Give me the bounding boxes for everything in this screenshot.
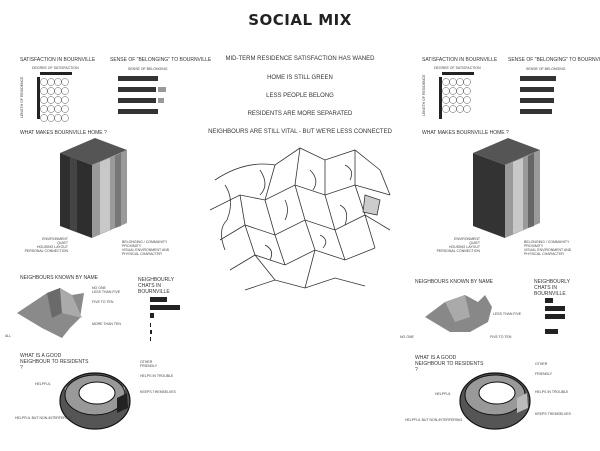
good-label-keeps: KEEPS THEMSELVES — [140, 390, 176, 394]
home-label-personal-right: PERSONAL CONNECTION — [436, 249, 480, 253]
belonging-heading: SENSE OF "BELONGING" TO BOURNVILLE — [110, 57, 212, 63]
satisfaction-axis-top-right: DEGREE OF SATISFACTION — [434, 66, 481, 70]
known-heading-right: NEIGHBOURS KNOWN BY NAME — [415, 279, 493, 285]
known-label-right-3: FIVE TO TEN — [490, 335, 512, 339]
good-label-keeps-right: KEEPS THEMSELVES — [535, 412, 571, 416]
statement-5: NEIGHBOURS ARE STILL VITAL - BUT WE'RE L… — [208, 129, 392, 135]
statement-1: MID-TERM RESIDENCE SATISFACTION HAS WANE… — [225, 56, 375, 62]
street-map — [209, 147, 391, 291]
home-heading-right: WHAT MAKES BOURNVILLE HOME ? — [422, 130, 509, 136]
chats-heading: NEIGHBOURLY CHATS IN BOURNVILLE — [138, 277, 174, 295]
known-heading: NEIGHBOURS KNOWN BY NAME — [20, 275, 98, 281]
good-label-friendly-right: FRIENDLY — [535, 372, 553, 376]
home-label-belonging-right: BELONGING / COMMUNITY — [524, 240, 570, 244]
good-label-helpful: HELPFUL — [35, 382, 51, 386]
belonging-axis-top: SENSE OF BELONGING — [128, 67, 168, 71]
home-label-environment: ENVIRONMENT — [42, 237, 68, 241]
known-label-1: NO ONE — [92, 286, 106, 290]
home-label-environment-right: ENVIRONMENT — [454, 237, 480, 241]
good-neighbour-ring — [59, 372, 131, 430]
chats-pictogram-right — [545, 298, 565, 334]
good-label-noninterfering: HELPFUL BUT NON-INTERFERING — [15, 416, 73, 420]
satisfaction-heading: SATISFACTION IN BOURNVILLE — [20, 57, 96, 63]
home-tower-chart-right — [473, 138, 540, 238]
home-label-quiet-right: QUIET — [469, 241, 480, 245]
home-heading: WHAT MAKES BOURNVILLE HOME ? — [20, 130, 107, 136]
chats-heading-right: NEIGHBOURLY CHATS IN BOURNVILLE — [534, 279, 570, 297]
home-label-proximity-right: PROXIMITY — [524, 244, 544, 248]
known-terrain-right — [425, 295, 492, 332]
statement-2: HOME IS STILL GREEN — [267, 75, 333, 81]
home-label-visual: VISUAL ENVIRONMENT AND PHYSICAL CHARACTE… — [122, 248, 170, 256]
known-label-4: MORE THAN TEN — [92, 322, 121, 326]
satisfaction-axis-top: DEGREE OF SATISFACTION — [32, 66, 79, 70]
good-label-noninterfering-right: HELPFUL BUT NON-INTERFERING — [405, 418, 463, 422]
good-heading: WHAT IS A GOOD NEIGHBOUR TO RESIDENTS ? — [20, 353, 89, 371]
good-label-other-right: OTHER — [535, 362, 548, 366]
home-label-visual-right: VISUAL ENVIRONMENT AND PHYSICAL CHARACTE… — [524, 248, 572, 256]
known-terrain — [17, 288, 84, 338]
belonging-axis-top-right: SENSE OF BELONGING — [526, 67, 566, 71]
known-label-2: LESS THAN FIVE — [92, 290, 121, 294]
belonging-pictogram-right — [520, 76, 556, 114]
home-label-belonging: BELONGING / COMMUNITY — [122, 240, 168, 244]
good-label-trouble-right: HELPS IN TROUBLE — [535, 390, 569, 394]
satisfaction-heading-right: SATISFACTION IN BOURNVILLE — [422, 57, 498, 63]
home-label-housing-right: HOUSING LAYOUT — [448, 245, 480, 249]
statement-3: LESS PEOPLE BELONG — [266, 93, 334, 99]
belonging-pictogram — [118, 76, 166, 114]
home-label-personal: PERSONAL CONNECTION — [24, 249, 68, 253]
home-tower-chart — [60, 138, 127, 238]
statement-4: RESIDENTS ARE MORE SEPARATED — [247, 111, 353, 117]
known-label-right-1: LESS THAN FIVE — [493, 312, 522, 316]
home-label-quiet: QUIET — [57, 241, 68, 245]
chats-pictogram — [150, 297, 180, 341]
page-title: SOCIAL MIX — [248, 11, 352, 29]
good-label-other: OTHER — [140, 360, 153, 364]
known-label-right-2: NO ONE — [400, 335, 414, 339]
good-neighbour-ring-right — [459, 372, 531, 430]
known-label-5: ALL — [5, 334, 12, 338]
home-label-housing: HOUSING LAYOUT — [36, 245, 68, 249]
satisfaction-matrix-right — [439, 72, 474, 119]
good-label-trouble: HELPS IN TROUBLE — [140, 374, 174, 378]
good-label-helpful-right: HELPFUL — [435, 392, 451, 396]
belonging-heading-right: SENSE OF "BELONGING" TO BOURNVILLE — [508, 57, 600, 63]
good-heading-right: WHAT IS A GOOD NEIGHBOUR TO RESIDENTS ? — [415, 355, 484, 373]
satisfaction-matrix — [37, 72, 72, 122]
known-label-3: FIVE TO TEN — [92, 300, 114, 304]
good-label-friendly: FRIENDLY — [140, 364, 158, 368]
home-label-proximity: PROXIMITY — [122, 244, 142, 248]
